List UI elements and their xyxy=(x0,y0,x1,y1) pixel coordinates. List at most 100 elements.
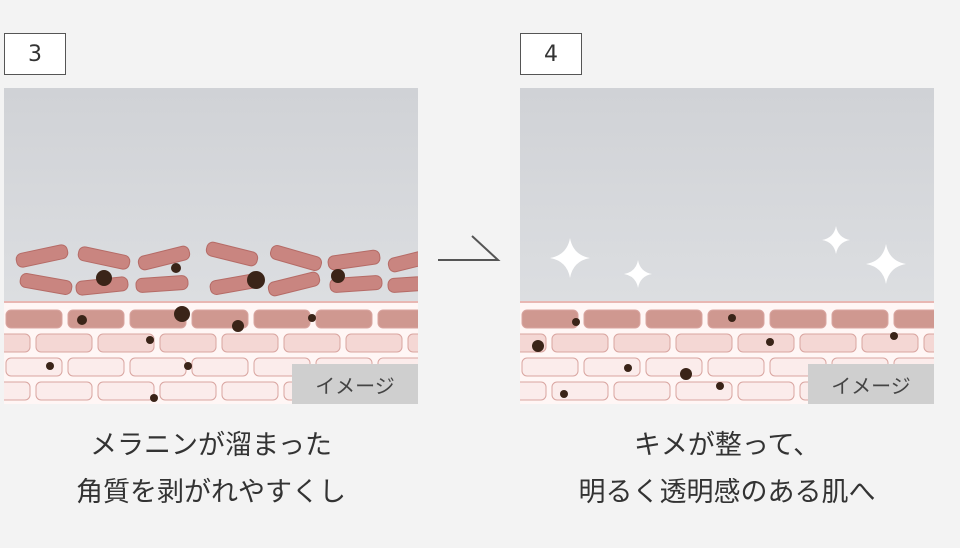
melanin-dot xyxy=(308,314,316,322)
caption-line: 角質を剥がれやすくし xyxy=(76,477,346,508)
sparkles xyxy=(550,226,906,288)
corneocyte-flake xyxy=(327,249,381,271)
skin-cell-bricks xyxy=(520,309,934,401)
skin-cell xyxy=(5,357,63,377)
corneocyte-flake xyxy=(77,246,131,270)
sparkle-icon xyxy=(550,238,590,278)
skin-illustration-before xyxy=(4,88,418,404)
caption-step-4: キメが整って、 明るく透明感のある肌へ xyxy=(520,422,934,516)
image-label-badge: イメージ xyxy=(808,364,934,404)
skin-cell xyxy=(769,309,827,329)
skin-cell xyxy=(97,333,155,353)
skin-cell xyxy=(583,309,641,329)
melanin-dot xyxy=(247,271,265,289)
image-label-badge: イメージ xyxy=(292,364,418,404)
step-number-3: 3 xyxy=(4,33,66,75)
skin-cell xyxy=(283,333,341,353)
skin-cell xyxy=(737,333,795,353)
corneocyte-flake xyxy=(15,244,69,268)
melanin-dot xyxy=(716,382,724,390)
melanin-dot xyxy=(174,306,190,322)
skin-cell xyxy=(35,333,93,353)
skin-cell xyxy=(4,333,31,353)
skin-cell xyxy=(377,309,418,329)
skin-cell xyxy=(67,309,125,329)
sparkle-icon xyxy=(624,260,652,288)
skin-cell xyxy=(191,357,249,377)
skin-cell xyxy=(583,357,641,377)
melanin-dot xyxy=(171,263,181,273)
sky-background xyxy=(520,88,934,302)
melanin-dots xyxy=(532,314,898,398)
skin-cell xyxy=(831,309,889,329)
step-number-label: 4 xyxy=(544,41,558,67)
skin-cell xyxy=(737,381,795,401)
corneocyte-flake xyxy=(135,275,189,293)
sparkle-icon xyxy=(866,244,906,284)
next-arrow-icon xyxy=(438,235,501,261)
illustration-after: イメージ xyxy=(520,88,934,404)
sky-background xyxy=(4,88,418,302)
skin-cell xyxy=(521,357,579,377)
skin-cell xyxy=(613,381,671,401)
melanin-dot xyxy=(150,394,158,402)
sparkle-icon xyxy=(822,226,850,254)
skin-cell xyxy=(67,357,125,377)
skin-cell xyxy=(707,357,765,377)
skin-cell xyxy=(159,381,217,401)
skin-cell xyxy=(521,309,579,329)
step-number-label: 3 xyxy=(28,41,42,67)
skin-cell xyxy=(861,333,919,353)
skin-cell xyxy=(129,357,187,377)
skin-cell xyxy=(520,381,547,401)
melanin-dot xyxy=(532,340,544,352)
corneocyte-flake xyxy=(137,245,191,271)
skin-cell xyxy=(221,333,279,353)
caption-line: 明るく透明感のある肌へ xyxy=(578,477,876,508)
skin-cell xyxy=(407,333,418,353)
skin-cell xyxy=(5,309,63,329)
melanin-dot xyxy=(96,270,112,286)
step-number-4: 4 xyxy=(520,33,582,75)
skin-cell xyxy=(551,333,609,353)
melanin-dot xyxy=(572,318,580,326)
melanin-dot xyxy=(77,315,87,325)
caption-line: キメが整って、 xyxy=(633,430,821,461)
corneocyte-flake xyxy=(267,271,321,297)
skin-cell xyxy=(97,381,155,401)
melanin-dot xyxy=(46,362,54,370)
caption-step-3: メラニンが溜まった 角質を剥がれやすくし xyxy=(4,422,418,516)
skin-cell xyxy=(675,333,733,353)
melanin-dot xyxy=(728,314,736,322)
corneocyte-flake xyxy=(387,247,418,273)
skin-cell xyxy=(221,381,279,401)
skin-cell xyxy=(645,357,703,377)
skin-cell xyxy=(345,333,403,353)
melanin-dot xyxy=(146,336,154,344)
skin-cell xyxy=(315,309,373,329)
skin-cell xyxy=(893,309,934,329)
skin-cell xyxy=(35,381,93,401)
skin-cell xyxy=(551,381,609,401)
melanin-dot xyxy=(331,269,345,283)
skin-cell xyxy=(707,309,765,329)
skin-cell xyxy=(4,381,31,401)
melanin-dot xyxy=(624,364,632,372)
corneocyte-flake xyxy=(19,273,73,295)
corneocyte-flake xyxy=(269,245,323,271)
corneocyte-flake xyxy=(387,275,418,293)
melanin-dot xyxy=(766,338,774,346)
skin-cell xyxy=(613,333,671,353)
skin-cell xyxy=(645,309,703,329)
skin-cell xyxy=(799,333,857,353)
skin-illustration-after xyxy=(520,88,934,404)
skin-cell xyxy=(923,333,934,353)
skin-cell xyxy=(159,333,217,353)
melanin-dot xyxy=(890,332,898,340)
melanin-dot xyxy=(184,362,192,370)
corneocyte-flake xyxy=(205,241,259,267)
caption-line: メラニンが溜まった xyxy=(90,430,332,461)
melanin-dot xyxy=(680,368,692,380)
melanin-dot xyxy=(560,390,568,398)
melanin-dot xyxy=(232,320,244,332)
